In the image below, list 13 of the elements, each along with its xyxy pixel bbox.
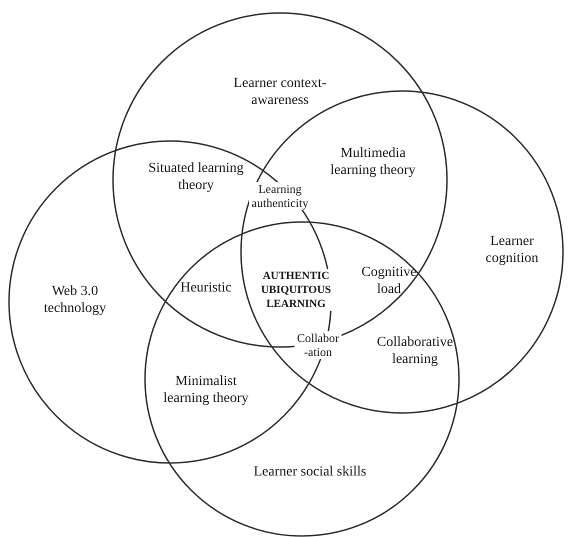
- region-label: Situated learning theory: [147, 160, 245, 194]
- circle-label: Learner cognition: [484, 233, 540, 267]
- region-label: Collabor -ation: [294, 331, 342, 359]
- circle-label: Web 3.0 technology: [42, 283, 108, 317]
- circle-label: Learner social skills: [252, 464, 368, 480]
- region-label: Learning authenticity: [249, 182, 311, 210]
- venn-circle: [144, 221, 460, 537]
- region-label: Cognitive load: [360, 264, 418, 298]
- region-label: Collaborative learning: [376, 334, 454, 368]
- circle-label: Learner context-awareness: [232, 75, 328, 109]
- region-label: Heuristic: [179, 280, 233, 296]
- region-label: Multimedia learning theory: [329, 145, 417, 179]
- region-label: Minimalist learning theory: [162, 373, 250, 407]
